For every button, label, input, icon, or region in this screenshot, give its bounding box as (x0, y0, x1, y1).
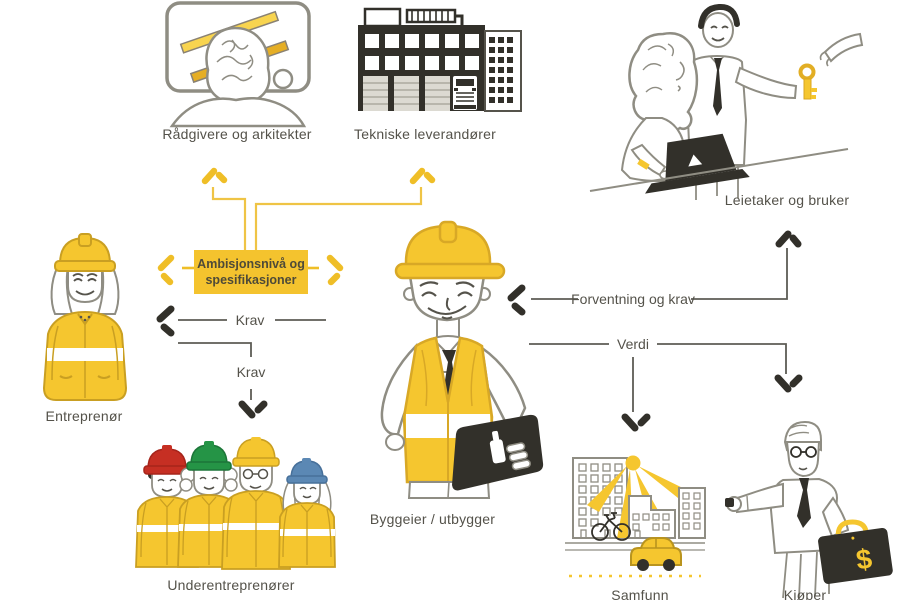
label-underentreprenorer: Underentreprenører (167, 577, 295, 593)
samfunn-illustration (565, 455, 706, 578)
bicycle-icon (591, 512, 631, 541)
label-samfunn: Samfunn (611, 587, 669, 600)
yellow-bracelet (637, 158, 650, 170)
arrow-down-to-samfunn (621, 413, 651, 432)
underentreprenorer-illustration (135, 437, 336, 570)
leietaker-illustration (589, 3, 864, 200)
hand-on-hip (385, 433, 405, 451)
key-icon (798, 63, 817, 100)
ambition-box: Ambisjonsnivå og spesifikasjoner (194, 250, 308, 294)
arrow-down-krav (238, 400, 268, 419)
arrow-down-to-kjoper (774, 374, 803, 393)
yellow-connectors (157, 167, 436, 286)
byggeier-illustration (380, 220, 544, 499)
arrow-up-to-raadgivere (201, 167, 228, 185)
arrow-up-to-leietaker (775, 230, 802, 248)
label-tekniske: Tekniske leverandører (354, 126, 496, 142)
car-icon (630, 537, 682, 571)
tekniske-illustration (358, 7, 522, 112)
giving-hand-icon (819, 32, 864, 67)
briefcase-icon: $ (818, 519, 893, 584)
label-leietaker: Leietaker og bruker (724, 192, 850, 208)
gray-connectors (156, 230, 803, 432)
label-entreprenor: Entreprenør (45, 408, 123, 424)
dollar-sign: $ (854, 543, 874, 576)
item-in-hand (725, 498, 734, 507)
fingers (506, 442, 531, 471)
arrow-right-to-byggeier (326, 254, 344, 286)
tie (797, 478, 811, 528)
worker-blue-helmet (278, 458, 336, 568)
desk-line (589, 148, 849, 192)
edge-label-krav-2: Krav (236, 364, 266, 380)
label-kjoper: Kjøper (783, 587, 827, 600)
curly-hair (205, 26, 271, 104)
edge-label-verdi: Verdi (617, 336, 649, 352)
entreprenor-illustration (42, 233, 128, 401)
worker-yellow-helmet (221, 437, 291, 570)
edge-label-krav-1: Krav (235, 312, 265, 328)
garage-doors (363, 76, 450, 111)
annex-building (484, 30, 522, 112)
arrow-left-krav (156, 305, 175, 337)
label-byggeier: Byggeier / utbygger (369, 511, 496, 527)
tablet-icon (452, 414, 544, 491)
truck-icon (453, 76, 477, 110)
kjoper-illustration: $ (725, 420, 893, 599)
arrow-up-to-tekniske (409, 167, 436, 185)
raadgivere-illustration (165, 1, 311, 128)
edge-label-forventning: Forventning og krav (571, 291, 695, 307)
label-raadgivere: Rådgivere og arkitekter (162, 126, 312, 142)
arrow-left-to-entreprenor (157, 254, 175, 286)
raised-hand (272, 68, 294, 90)
arrow-left-forventning (507, 284, 526, 316)
